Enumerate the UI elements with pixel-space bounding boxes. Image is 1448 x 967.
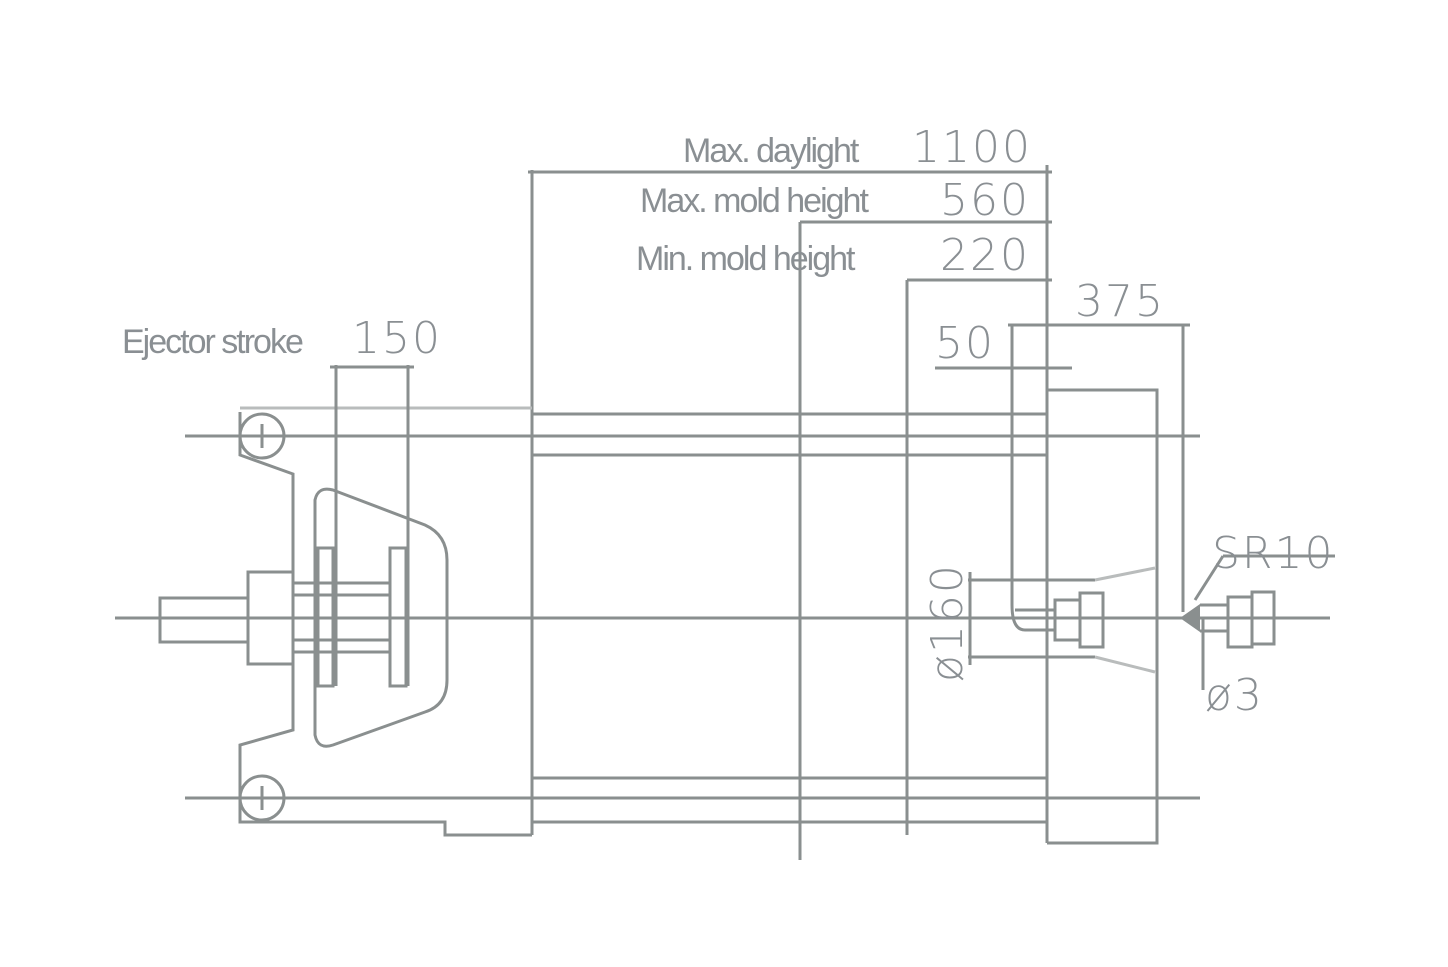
- max-daylight-value: 1100: [912, 122, 1032, 173]
- dimension-lines: [528, 165, 1190, 843]
- nozzle-orifice-value: ø3: [1205, 670, 1264, 721]
- max-daylight-label: Max. daylight: [683, 132, 860, 170]
- nozzle-radius-value: SR10: [1212, 528, 1335, 579]
- locating-ring-diameter-value: ø160: [922, 563, 973, 682]
- fixed-platen: [968, 388, 1159, 845]
- locating-depth-value: 50: [935, 318, 995, 369]
- center-lines: [115, 434, 1330, 800]
- max-mold-height-label: Max. mold height: [640, 182, 869, 220]
- max-mold-height-value: 560: [940, 175, 1030, 226]
- moving-platen: [240, 170, 1047, 835]
- ejector-stroke-label: Ejector stroke: [122, 323, 303, 361]
- ejector-stroke-value: 150: [352, 313, 442, 364]
- ejector-assembly: [158, 365, 532, 837]
- min-mold-height-value: 220: [940, 230, 1030, 281]
- nozzle: [1180, 554, 1335, 690]
- nozzle-protrusion-value: 375: [1075, 276, 1165, 327]
- min-mold-height-label: Min. mold height: [636, 240, 856, 278]
